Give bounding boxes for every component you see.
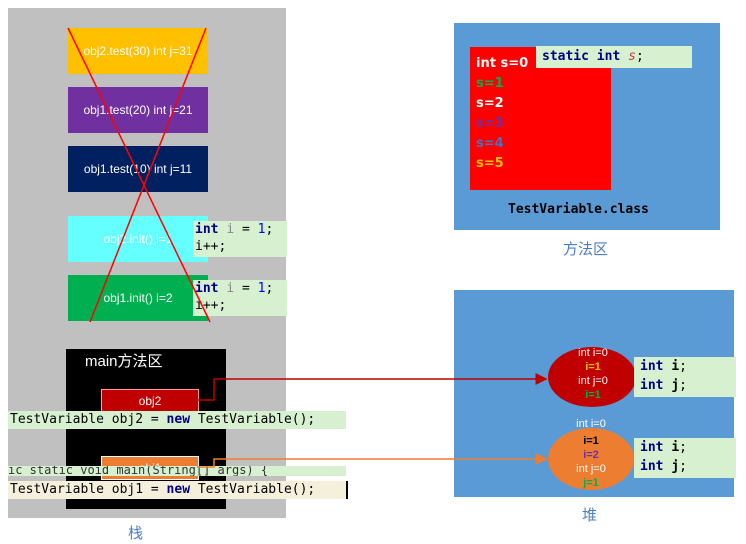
frame-label: obj2.test(30) int j=31 bbox=[83, 44, 193, 58]
obj2-field-decl: int i; int j; bbox=[634, 357, 736, 397]
kw: int bbox=[195, 281, 219, 296]
code-line-obj2: TestVariable obj2 = new TestVariable(); bbox=[8, 411, 346, 429]
var-s: s bbox=[628, 49, 636, 64]
s-value-5: s=5 bbox=[476, 156, 504, 171]
end: ; bbox=[679, 378, 687, 393]
frame-label: obj1.test(20) int j=21 bbox=[83, 103, 193, 117]
code-line-obj1: TestVariable obj1 = new TestVariable(); bbox=[8, 481, 348, 499]
s-value-2: s=2 bbox=[476, 96, 504, 111]
static-values-box bbox=[470, 47, 611, 190]
stack-label: 栈 bbox=[128, 525, 144, 542]
obj2-label: obj2 bbox=[138, 394, 162, 408]
arrow-obj2-to-heap bbox=[197, 373, 548, 401]
obj1-field-4: j=1 bbox=[583, 477, 599, 489]
s-value-3: s=3 bbox=[476, 116, 504, 131]
kw-static: static bbox=[542, 49, 589, 64]
obj1-field-decl: int i; int j; bbox=[634, 438, 736, 478]
eq: = bbox=[234, 222, 258, 237]
obj2-fields: int i=0 i=1 int j=0 i=1 bbox=[560, 346, 626, 402]
kw: int bbox=[640, 459, 664, 474]
static-field-code: static int s; bbox=[536, 46, 692, 68]
frame-label: obj1.test(10) int j=11 bbox=[83, 162, 193, 176]
cross-line-1 bbox=[67, 27, 211, 323]
code-a: TestVariable obj1 = bbox=[10, 482, 167, 497]
eq: = bbox=[234, 281, 258, 296]
line2: i++; bbox=[195, 239, 227, 254]
end: ; bbox=[265, 222, 274, 237]
end: ; bbox=[265, 281, 274, 296]
obj2-reference: obj2 bbox=[101, 389, 199, 413]
obj1-fields: int i=0 i=1 i=2 int j=0 j=1 bbox=[558, 417, 624, 490]
obj1-field-2: i=2 bbox=[583, 449, 599, 461]
end: ; bbox=[679, 359, 687, 374]
init-code-snippet-1: int i = 1; i++; bbox=[193, 221, 287, 257]
stack-frame-obj1-init: obj1.init() i=2 bbox=[68, 275, 208, 321]
class-name: TestVariable.class bbox=[508, 202, 649, 217]
num: 1 bbox=[257, 222, 266, 237]
code-line-behind: ic static void main(String[] args) { bbox=[8, 466, 346, 476]
main-frame-title: main方法区 bbox=[85, 353, 163, 370]
code-kw: new bbox=[166, 412, 191, 427]
stack-frame-obj1-test20: obj1.test(20) int j=21 bbox=[68, 87, 208, 133]
init-code-snippet-2: int i = 1; i++; bbox=[193, 280, 287, 316]
heap-label: 堆 bbox=[582, 507, 598, 524]
var-j: j bbox=[671, 459, 680, 474]
end: ; bbox=[635, 49, 644, 64]
var-i: i bbox=[671, 359, 680, 374]
obj2-field-3: i=1 bbox=[585, 389, 601, 401]
arrow-obj1-to-heap bbox=[197, 453, 548, 468]
end: ; bbox=[679, 440, 687, 455]
stack-frame-obj2-test30: obj2.test(30) int j=31 bbox=[68, 28, 208, 74]
code-behind-text: ic static void main(String[] args) { bbox=[8, 466, 269, 476]
line2: i++; bbox=[195, 298, 227, 313]
var: i bbox=[226, 281, 235, 296]
kw: int bbox=[640, 440, 664, 455]
obj2-field-0: int i=0 bbox=[578, 347, 608, 359]
static-values-list: int s=0 s=1 s=2 s=3 s=4 s=5 bbox=[476, 54, 528, 174]
code-a: TestVariable obj2 = bbox=[10, 412, 167, 427]
code-kw: new bbox=[166, 482, 191, 497]
frame-label: obj1.init() i=2 bbox=[103, 291, 173, 305]
s-value-1: s=1 bbox=[476, 76, 504, 91]
var: i bbox=[226, 222, 235, 237]
s-value-0: int s=0 bbox=[476, 56, 529, 71]
method-area-label: 方法区 bbox=[563, 241, 609, 258]
kw: int bbox=[195, 222, 219, 237]
var-i: i bbox=[671, 440, 680, 455]
kw-int: int bbox=[596, 49, 621, 64]
kw: int bbox=[640, 378, 664, 393]
end: ; bbox=[679, 459, 687, 474]
obj2-field-1: i=1 bbox=[585, 361, 601, 373]
obj1-field-3: int j=0 bbox=[576, 463, 606, 475]
code-b: TestVariable(); bbox=[190, 412, 316, 427]
obj1-field-1: i=1 bbox=[583, 435, 599, 447]
cross-line-2 bbox=[89, 27, 207, 323]
obj2-field-2: int j=0 bbox=[578, 375, 608, 387]
var-j: j bbox=[671, 378, 680, 393]
obj1-instance bbox=[548, 428, 634, 490]
stack-frame-obj1-test10: obj1.test(10) int j=11 bbox=[68, 146, 208, 192]
obj1-field-0: int i=0 bbox=[576, 418, 606, 430]
kw: int bbox=[640, 359, 664, 374]
num: 1 bbox=[257, 281, 266, 296]
obj2-instance bbox=[548, 347, 636, 407]
s-value-4: s=4 bbox=[476, 136, 504, 151]
code-b: TestVariable(); bbox=[190, 482, 316, 497]
